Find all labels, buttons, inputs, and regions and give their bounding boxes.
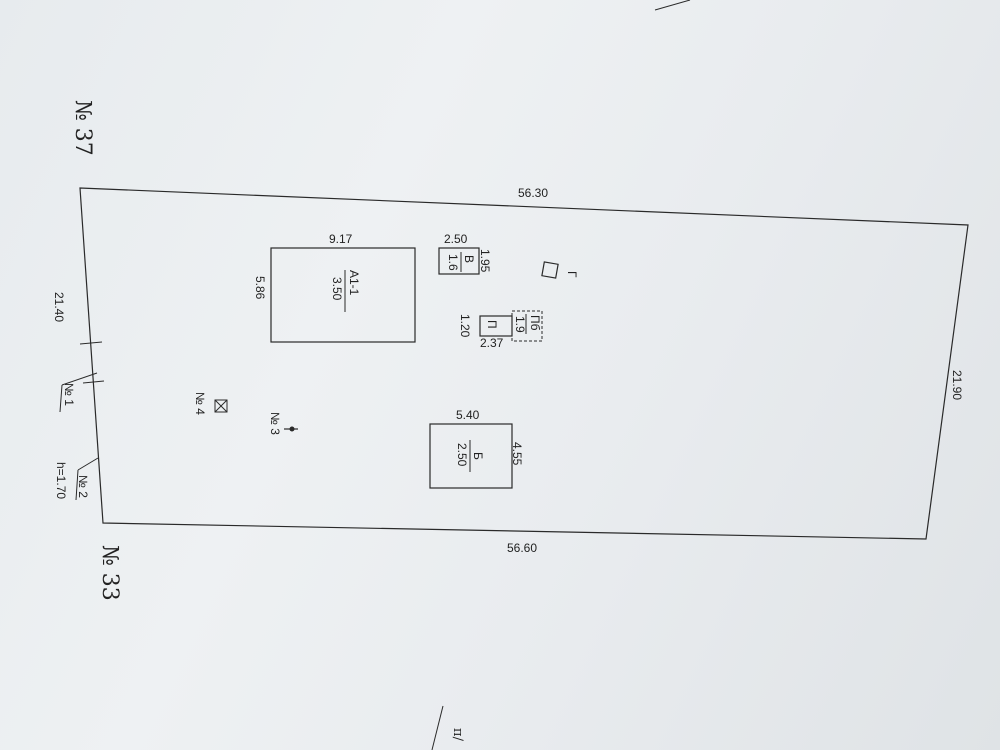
- building-pb-name: Пб: [528, 315, 542, 331]
- no4-label: № 4: [193, 392, 207, 415]
- building-a1-1-width: 9.17: [329, 232, 353, 246]
- building-v-depth: 1.95: [478, 249, 492, 273]
- corner-mark-bottom: [431, 705, 444, 750]
- gate-tick-b: [82, 380, 105, 384]
- gate-tick-a: [79, 341, 103, 345]
- building-p-depth: 2.37: [480, 336, 504, 350]
- plot-side-top-label: 56.30: [518, 186, 548, 200]
- no3-label: № 3: [268, 412, 282, 435]
- building-pb-sub: 1.9: [513, 316, 527, 333]
- gate2-leader: [77, 457, 99, 471]
- neighbor-label-bottom: № 33: [97, 545, 122, 601]
- building-v-width: 2.50: [444, 232, 468, 246]
- gate2-height-label: h=1.70: [54, 462, 68, 499]
- neighbor-label-top: № 37: [70, 100, 95, 156]
- gate2-label: № 2: [76, 475, 90, 498]
- building-b-name: Б: [471, 452, 485, 460]
- plot-boundary: [79, 187, 969, 540]
- building-b-width: 5.40: [456, 408, 480, 422]
- corner-mark-top: [654, 0, 691, 11]
- building-a1-1-sub: 3.50: [330, 277, 344, 301]
- building-a1-1-depth: 5.86: [253, 276, 267, 300]
- building-pb: [511, 310, 543, 342]
- building-v-name: В: [462, 255, 476, 263]
- plot-side-right-label: 21.90: [950, 370, 964, 400]
- building-g-name: Г: [565, 271, 579, 278]
- building-v-sub: 1.6: [446, 254, 460, 271]
- gate1-leader-tail: [59, 384, 63, 413]
- plot-side-bottom-label: 56.60: [507, 541, 537, 555]
- corner-fragment-label: п/: [450, 728, 465, 742]
- building-a1-1: [270, 247, 416, 343]
- gate2-leader-tail: [75, 469, 79, 501]
- building-g: [541, 261, 559, 279]
- no4-marker: [214, 399, 228, 413]
- building-p-name: П: [485, 320, 499, 329]
- gate1-leader: [61, 372, 98, 386]
- no4-cross-b: [214, 399, 228, 413]
- no3-marker-dot: [289, 426, 295, 432]
- plot-side-left-label: 21.40: [52, 292, 66, 322]
- gate1-label: № 1: [62, 383, 76, 406]
- building-a1-1-name: А1-1: [347, 270, 361, 296]
- building-b: [429, 423, 513, 489]
- building-b-depth: 4.55: [510, 442, 524, 466]
- building-p-width: 1.20: [458, 314, 472, 338]
- building-b-sub: 2.50: [455, 443, 469, 467]
- building-v: [438, 247, 480, 275]
